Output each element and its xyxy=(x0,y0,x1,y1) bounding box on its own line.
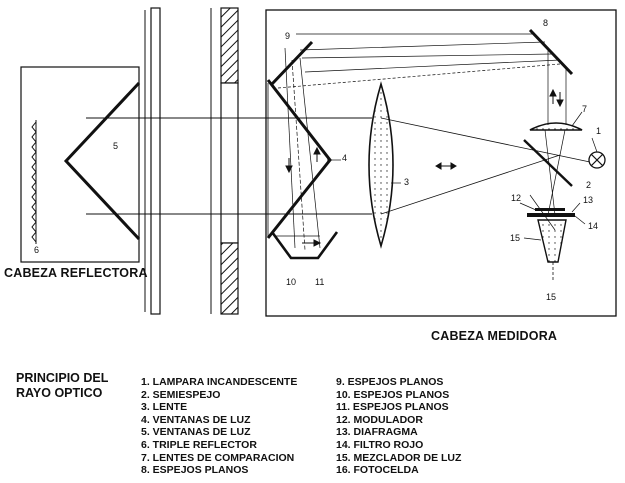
legend-item: 2. SEMIESPEJO xyxy=(141,388,221,401)
window-wall-left xyxy=(144,7,161,315)
measuring-head-label: CABEZA MEDIDORA xyxy=(431,329,558,343)
callout-8: 8 xyxy=(543,18,549,28)
legend-item: 7. LENTES DE COMPARACION xyxy=(141,451,295,464)
legend-item: 15. MEZCLADOR DE LUZ xyxy=(336,451,462,464)
comparison-lenses-7 xyxy=(529,122,583,131)
legend-item: 3. LENTE xyxy=(141,401,188,414)
legend-item: 9. ESPEJOS PLANOS xyxy=(336,376,444,388)
callout-15-bottom: 15 xyxy=(546,292,557,302)
reflector-head-box xyxy=(20,66,140,263)
focus-beams xyxy=(380,117,591,215)
legend-item: 4. VENTANAS DE LUZ xyxy=(141,413,251,426)
callout-9: 9 xyxy=(285,31,291,41)
legend-item: 1. LAMPARA INCANDESCENTE xyxy=(141,376,298,388)
diagram-title: PRINCIPIO DEL RAYO OPTICO xyxy=(16,371,108,401)
legend-item: 5. VENTANAS DE LUZ xyxy=(141,426,251,439)
callout-13: 13 xyxy=(583,195,594,205)
legend-item: 16. FOTOCELDA xyxy=(336,464,419,477)
title-line-1: PRINCIPIO DEL xyxy=(16,371,109,385)
legend-item: 10. ESPEJOS PLANOS xyxy=(336,388,450,401)
plane-mirrors-10-11 xyxy=(270,231,339,260)
light-mixer-15 xyxy=(537,219,567,263)
callout-5: 5 xyxy=(113,141,119,151)
callout-4: 4 xyxy=(342,153,348,163)
right-beams xyxy=(529,48,567,231)
modulator-diaphragm-filter xyxy=(527,208,575,217)
callout-14: 14 xyxy=(588,221,599,231)
legend-item: 8. ESPEJOS PLANOS xyxy=(141,464,249,477)
legend-item: 13. DIAFRAGMA xyxy=(336,426,418,439)
callout-3: 3 xyxy=(404,177,410,187)
lens-3 xyxy=(368,81,394,249)
callout-1: 1 xyxy=(596,126,602,136)
light-window-5 xyxy=(63,81,141,241)
callout-15-left: 15 xyxy=(510,233,521,243)
window-wall-right xyxy=(210,7,239,315)
callout-2: 2 xyxy=(586,180,592,190)
inner-beams xyxy=(275,47,321,251)
leader-lines xyxy=(327,111,598,241)
half-mirror-2 xyxy=(523,139,573,187)
reflector-head-label: CABEZA REFLECTORA xyxy=(4,266,148,280)
callout-11: 11 xyxy=(315,277,325,287)
callout-12: 12 xyxy=(511,193,522,203)
incandescent-lamp-1 xyxy=(588,151,606,169)
plane-mirror-8 xyxy=(528,28,574,76)
legend-item: 6. TRIPLE REFLECTOR xyxy=(141,438,257,451)
legend-item: 14. FILTRO ROJO xyxy=(336,438,424,451)
title-line-2: RAYO OPTICO xyxy=(16,386,103,400)
measuring-head-box xyxy=(265,9,617,317)
callout-6: 6 xyxy=(34,245,40,255)
upper-beams xyxy=(277,33,561,89)
direction-arrows xyxy=(285,88,564,247)
callout-10: 10 xyxy=(286,277,297,287)
callout-7: 7 xyxy=(582,104,588,114)
legend-item: 12. MODULADOR xyxy=(336,413,423,426)
triple-reflector xyxy=(31,121,37,243)
legend-item: 11. ESPEJOS PLANOS xyxy=(336,401,449,414)
